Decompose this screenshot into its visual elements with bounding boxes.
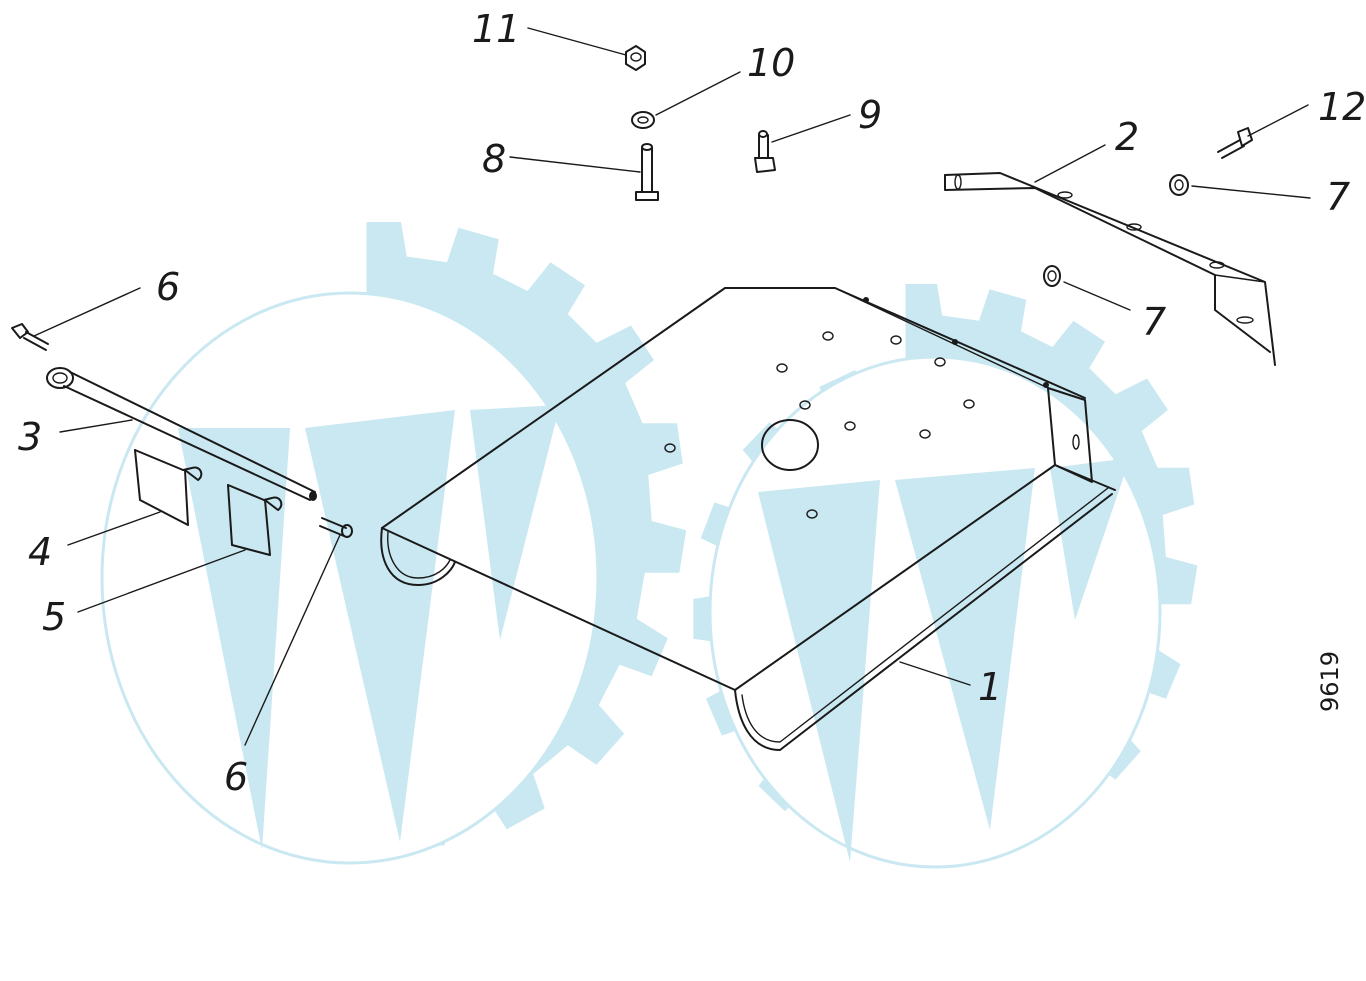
w-letter-right-icon [758, 458, 1130, 862]
part-12-screw [1217, 127, 1253, 159]
part-5-hinge-plate [227, 484, 283, 556]
part-2-bracket [944, 172, 1276, 366]
callout-4: 4 [28, 530, 52, 574]
callout-2: 2 [1115, 115, 1139, 159]
callout-7-right: 7 [1326, 175, 1350, 219]
part-3-rod [46, 367, 317, 501]
callout-12: 12 [1318, 85, 1366, 129]
callout-11: 11 [472, 7, 520, 51]
part-11-nut [625, 45, 646, 71]
part-7-washer-right [1169, 174, 1189, 196]
part-8-bolt [635, 143, 659, 201]
part-6-screw-left [11, 323, 49, 351]
callout-1: 1 [978, 665, 1002, 709]
callout-6-bottom: 6 [224, 755, 248, 799]
callout-8: 8 [482, 137, 506, 181]
callout-7-mid: 7 [1142, 300, 1166, 344]
watermark-logo [100, 222, 1198, 869]
part-7-washer-mid [1043, 265, 1061, 287]
part-1-cover-plate [380, 287, 1116, 751]
callout-5: 5 [42, 595, 66, 639]
callout-6-top: 6 [156, 265, 180, 309]
callout-10: 10 [747, 41, 795, 85]
w-letter-left-icon [178, 405, 560, 850]
leader-lines [33, 27, 1311, 746]
callout-9: 9 [858, 93, 882, 137]
part-9-bolt [754, 130, 776, 173]
part-4-hinge-plate [134, 449, 203, 526]
drawing-number: 9619 [1316, 651, 1344, 712]
callout-3: 3 [18, 415, 42, 459]
callout-labels: 1 2 3 4 5 6 6 7 7 8 9 10 11 12 [18, 7, 1366, 799]
part-10-washer [631, 111, 655, 129]
